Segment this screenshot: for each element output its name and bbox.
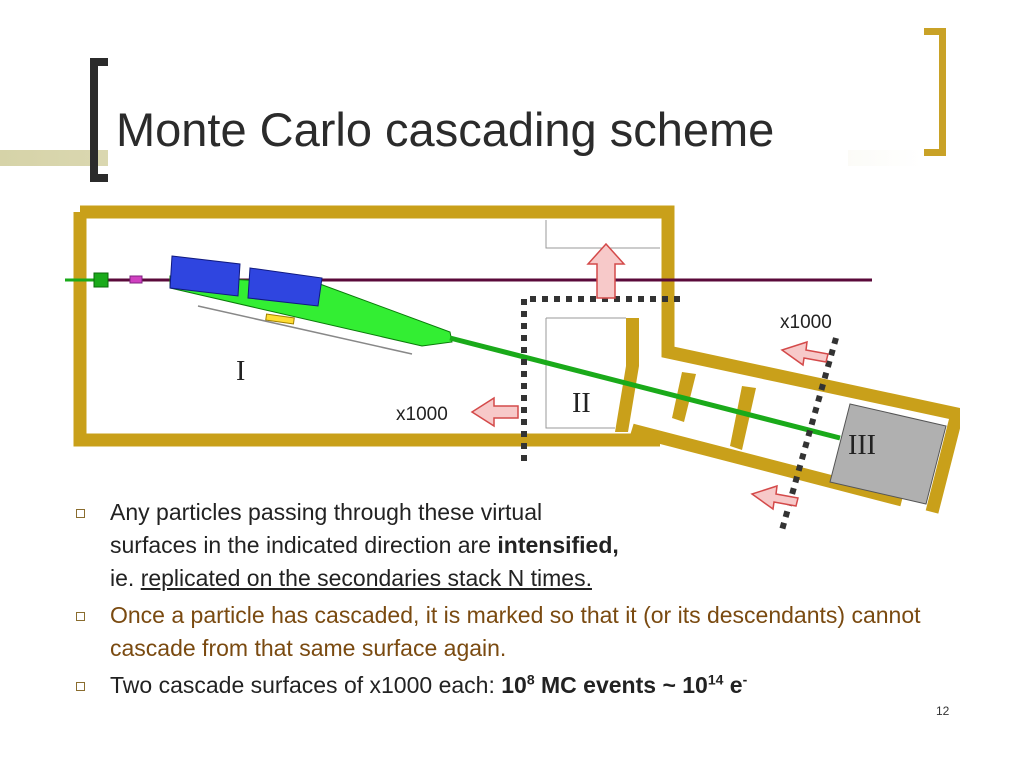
collimator: [265, 313, 295, 325]
cascading-diagram: I II III x1000 x1000: [65, 205, 960, 531]
baffle-4: [730, 386, 756, 450]
page-number: 12: [936, 704, 950, 718]
baffle-1: [626, 318, 639, 366]
bullet-1-underlined: replicated on the secondaries stack N ti…: [140, 565, 592, 591]
bullet-list: Any particles passing through these virt…: [72, 496, 952, 706]
small-monitor: [129, 275, 143, 284]
bullet-1: Any particles passing through these virt…: [72, 496, 952, 595]
region-iii-label: III: [848, 430, 876, 461]
bullet-2-text: Once a particle has cascaded, it is mark…: [110, 602, 921, 661]
bullet-box-icon: [76, 682, 85, 691]
region-ii-outline: [545, 220, 660, 429]
bullet-3-text: Two cascade surfaces of x1000 each:: [110, 672, 502, 698]
right-bracket-decoration: [924, 28, 946, 156]
cascade-surface-2: [779, 337, 839, 531]
arrow-up: [586, 242, 626, 299]
bullet-1-line3-pre: ie.: [110, 565, 141, 591]
decay-pipe: [449, 335, 841, 441]
cascade-surfaces: [521, 296, 839, 531]
bullet-3-bold: 108 MC events ~ 1014 e-: [501, 671, 748, 698]
tunnel-bottom-wall: [629, 423, 904, 507]
support-line: [197, 305, 413, 355]
target-block: [829, 403, 947, 505]
slide-title: Monte Carlo cascading scheme: [116, 103, 775, 156]
bullet-2: Once a particle has cascaded, it is mark…: [72, 599, 952, 665]
bullet-1-bold: intensified,: [497, 532, 619, 558]
bullet-1-line2: surfaces in the indicated direction are: [110, 532, 498, 558]
arrow-left-1: [470, 396, 519, 428]
multiplier-label-left: x1000: [396, 404, 448, 425]
left-bracket-decoration: [90, 58, 108, 182]
arrow-left-3: [750, 484, 799, 511]
tunnel-top-wall: [661, 342, 960, 514]
title-bar-mask: [108, 145, 848, 171]
magnet-1: [169, 255, 241, 297]
multiplier-label-right: x1000: [780, 312, 832, 333]
magnet-2: [247, 267, 323, 307]
arrow-left-2: [780, 340, 829, 367]
bullet-3: Two cascade surfaces of x1000 each: 108 …: [72, 669, 952, 702]
entry-block: [93, 272, 109, 288]
bullet-box-icon: [76, 509, 85, 518]
bullet-1-line1: Any particles passing through these virt…: [110, 499, 543, 525]
baffle-2: [615, 366, 639, 432]
bullet-box-icon: [76, 612, 85, 621]
region-ii-label: II: [572, 388, 591, 419]
region-i-label: I: [236, 356, 245, 387]
direction-arrows: [470, 242, 829, 511]
